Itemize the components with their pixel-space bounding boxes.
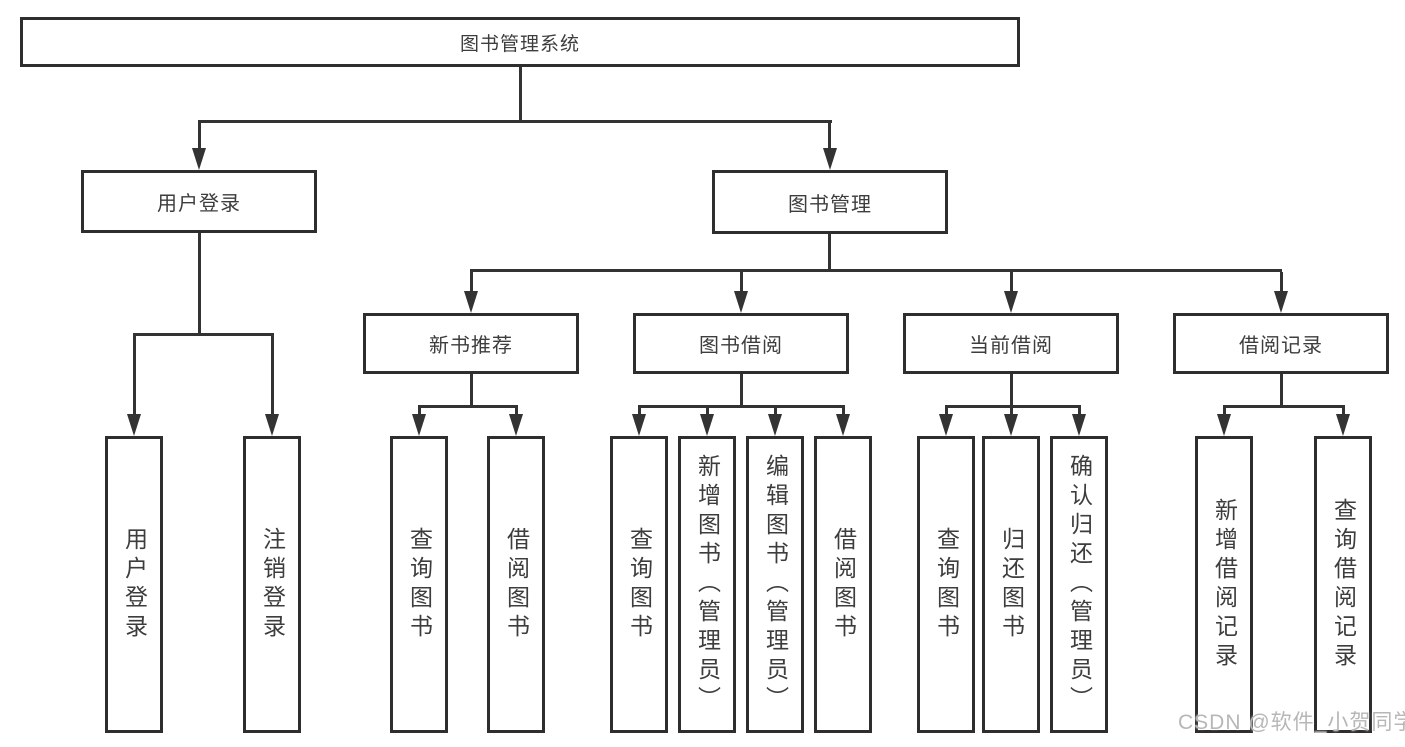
node-user-login: 用户登录	[81, 170, 317, 233]
connector-user-login-stem	[198, 233, 201, 333]
arrow-down-icon	[127, 414, 141, 436]
arrow-down-icon	[939, 414, 953, 436]
arrow-down-icon	[700, 414, 714, 436]
node-new-book-recommend-label: 新书推荐	[429, 335, 513, 357]
connector-l2-drop-right	[828, 123, 831, 150]
leaf-query-books: 查询图书	[610, 436, 668, 733]
connector-drop	[1010, 272, 1013, 292]
leaf-logout: 注销登录	[243, 436, 301, 733]
leaf-label: 新增图书（管理员）	[694, 454, 721, 715]
arrow-down-icon	[464, 291, 478, 313]
arrow-down-icon	[265, 414, 279, 436]
leaf-borrow-books: 借阅图书	[487, 436, 545, 733]
arrow-down-icon	[1004, 414, 1018, 436]
leaf-label: 归还图书	[998, 526, 1025, 643]
leaf-edit-books-admin: 编辑图书（管理员）	[746, 436, 804, 733]
arrow-down-icon	[1274, 291, 1288, 313]
leaf-label: 新增借阅记录	[1211, 497, 1238, 672]
node-borrow-records: 借阅记录	[1173, 313, 1389, 374]
node-current-borrow: 当前借阅	[903, 313, 1119, 374]
node-borrow-records-label: 借阅记录	[1239, 335, 1323, 357]
node-book-borrow: 图书借阅	[633, 313, 849, 374]
connector-drop	[418, 408, 421, 416]
connector-rail	[945, 405, 1081, 408]
connector-rail	[638, 405, 845, 408]
connector-drop	[271, 336, 274, 414]
leaf-label: 确认归还（管理员）	[1066, 454, 1093, 715]
leaf-label: 查询图书	[933, 526, 960, 643]
connector-root-stem	[519, 67, 522, 120]
arrow-down-icon	[823, 148, 837, 170]
leaf-query-books: 查询图书	[390, 436, 448, 733]
node-new-book-recommend: 新书推荐	[363, 313, 579, 374]
arrow-down-icon	[768, 414, 782, 436]
arrow-down-icon	[412, 414, 426, 436]
connector-drop	[470, 272, 473, 292]
connector-book-mgmt-stem	[828, 234, 831, 269]
leaf-label: 注销登录	[259, 526, 286, 643]
leaf-add-books-admin: 新增图书（管理员）	[678, 436, 736, 733]
connector-drop	[638, 408, 641, 416]
arrow-down-icon	[836, 414, 850, 436]
leaf-label: 查询借阅记录	[1330, 497, 1357, 672]
connector-drop	[1342, 408, 1345, 416]
leaf-query-borrow-record: 查询借阅记录	[1314, 436, 1372, 733]
leaf-confirm-return-admin: 确认归还（管理员）	[1050, 436, 1108, 733]
connector-l2-drop-left	[198, 123, 201, 150]
connector-rail	[418, 405, 518, 408]
connector-drop	[1280, 272, 1283, 292]
arrow-down-icon	[192, 148, 206, 170]
connector-drop	[706, 408, 709, 416]
leaf-query-books: 查询图书	[917, 436, 975, 733]
leaf-label: 编辑图书（管理员）	[762, 454, 789, 715]
connector-l2-rail	[198, 120, 832, 123]
connector-drop	[515, 408, 518, 416]
leaf-label: 借阅图书	[830, 526, 857, 643]
connector-user-login-rail	[133, 333, 274, 336]
node-book-borrow-label: 图书借阅	[699, 335, 783, 357]
leaf-label: 查询图书	[406, 526, 433, 643]
connector-drop	[774, 408, 777, 416]
leaf-label: 查询图书	[626, 526, 653, 643]
csdn-watermark: CSDN @软件_小贺同学	[1178, 711, 1405, 734]
arrow-down-icon	[1004, 291, 1018, 313]
arrow-down-icon	[632, 414, 646, 436]
connector-drop	[842, 408, 845, 416]
node-root: 图书管理系统	[20, 17, 1020, 67]
connector-stem	[1010, 374, 1013, 405]
connector-stem	[740, 374, 743, 405]
connector-l3-rail	[470, 269, 1282, 272]
connector-drop	[1223, 408, 1226, 416]
connector-rail	[1223, 405, 1345, 408]
node-current-borrow-label: 当前借阅	[969, 335, 1053, 357]
connector-drop	[740, 272, 743, 292]
arrow-down-icon	[1217, 414, 1231, 436]
connector-drop	[1010, 408, 1013, 416]
node-user-login-label: 用户登录	[157, 193, 241, 215]
connector-drop	[1078, 408, 1081, 416]
leaf-add-borrow-record: 新增借阅记录	[1195, 436, 1253, 733]
arrow-down-icon	[734, 291, 748, 313]
node-book-management-label: 图书管理	[788, 193, 872, 216]
arrow-down-icon	[1336, 414, 1350, 436]
node-root-label: 图书管理系统	[459, 33, 580, 55]
arrow-down-icon	[1072, 414, 1086, 436]
connector-stem	[1280, 374, 1283, 405]
leaf-return-books: 归还图书	[982, 436, 1040, 733]
node-book-management: 图书管理	[712, 170, 948, 234]
leaf-label: 借阅图书	[503, 526, 530, 643]
leaf-label: 用户登录	[121, 526, 148, 643]
arrow-down-icon	[509, 414, 523, 436]
leaf-user-login: 用户登录	[105, 436, 163, 733]
connector-drop	[133, 336, 136, 414]
connector-drop	[945, 408, 948, 416]
leaf-borrow-books: 借阅图书	[814, 436, 872, 733]
connector-stem	[470, 374, 473, 405]
